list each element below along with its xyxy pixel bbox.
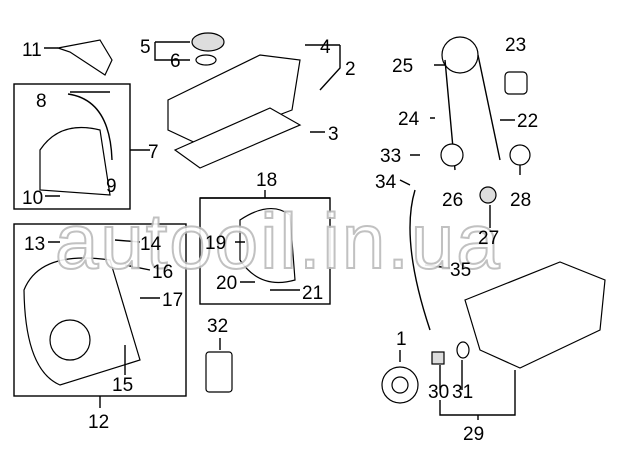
callout-16: 16 — [152, 262, 173, 283]
callout-10: 10 — [22, 188, 43, 209]
part-12-hole — [49, 319, 91, 361]
timing-cover-upper-box — [13, 83, 131, 210]
part-11-shield — [55, 39, 113, 76]
callout-30: 30 — [428, 382, 449, 403]
part-30-plug — [431, 351, 445, 365]
part-35-dipstick-tube — [409, 189, 431, 331]
callout-15: 15 — [112, 375, 133, 396]
callout-19: 19 — [205, 233, 226, 254]
part-8-seal — [67, 93, 113, 161]
callout-8: 8 — [36, 91, 47, 112]
callout-5: 5 — [140, 37, 151, 58]
callout-25: 25 — [392, 56, 413, 77]
callout-29: 29 — [463, 424, 484, 445]
callout-9: 9 — [106, 176, 117, 197]
callout-2: 2 — [345, 59, 356, 80]
callout-20: 20 — [216, 273, 237, 294]
callout-12: 12 — [88, 412, 109, 433]
callout-17: 17 — [162, 290, 183, 311]
callout-23: 23 — [505, 35, 526, 56]
callout-3: 3 — [328, 124, 339, 145]
callout-4: 4 — [320, 37, 331, 58]
part-32-oil-filter — [205, 351, 233, 393]
part-26-sprocket — [440, 143, 464, 167]
callout-1: 1 — [396, 329, 407, 350]
oil-pan — [464, 261, 606, 369]
part-2-valve-cover — [167, 54, 301, 146]
part-25-sprocket — [441, 36, 479, 74]
part-3-gasket — [173, 107, 302, 169]
callout-13: 13 — [24, 234, 45, 255]
part-23-idler — [504, 71, 528, 95]
part-31-gasket — [456, 341, 470, 359]
callout-7: 7 — [148, 142, 159, 163]
callout-24: 24 — [398, 109, 420, 130]
callout-18: 18 — [256, 170, 277, 191]
part-5-oil-cap — [191, 32, 225, 52]
part-27-gear — [479, 186, 497, 204]
callout-33: 33 — [380, 146, 401, 167]
callout-6: 6 — [170, 51, 181, 72]
part-12-lower-cover — [23, 257, 141, 386]
callout-14: 14 — [140, 234, 162, 255]
callout-32: 32 — [207, 316, 228, 337]
callout-31: 31 — [452, 382, 473, 403]
callout-11: 11 — [22, 40, 42, 61]
callout-22: 22 — [517, 111, 538, 132]
callout-27: 27 — [478, 228, 499, 249]
watermark: autooil.in.ua — [55, 197, 502, 285]
callout-21: 21 — [302, 283, 323, 304]
callout-26: 26 — [442, 190, 463, 211]
part-18-tensioner — [239, 208, 296, 284]
part-6-seal — [195, 54, 217, 66]
part-1-hub — [391, 376, 409, 394]
part-28-plate — [509, 144, 531, 166]
callout-28: 28 — [510, 190, 531, 211]
part-7-upper-cover — [39, 126, 111, 196]
callout-35: 35 — [450, 260, 471, 281]
leader-lines — [44, 41, 521, 420]
callout-34: 34 — [375, 172, 397, 193]
